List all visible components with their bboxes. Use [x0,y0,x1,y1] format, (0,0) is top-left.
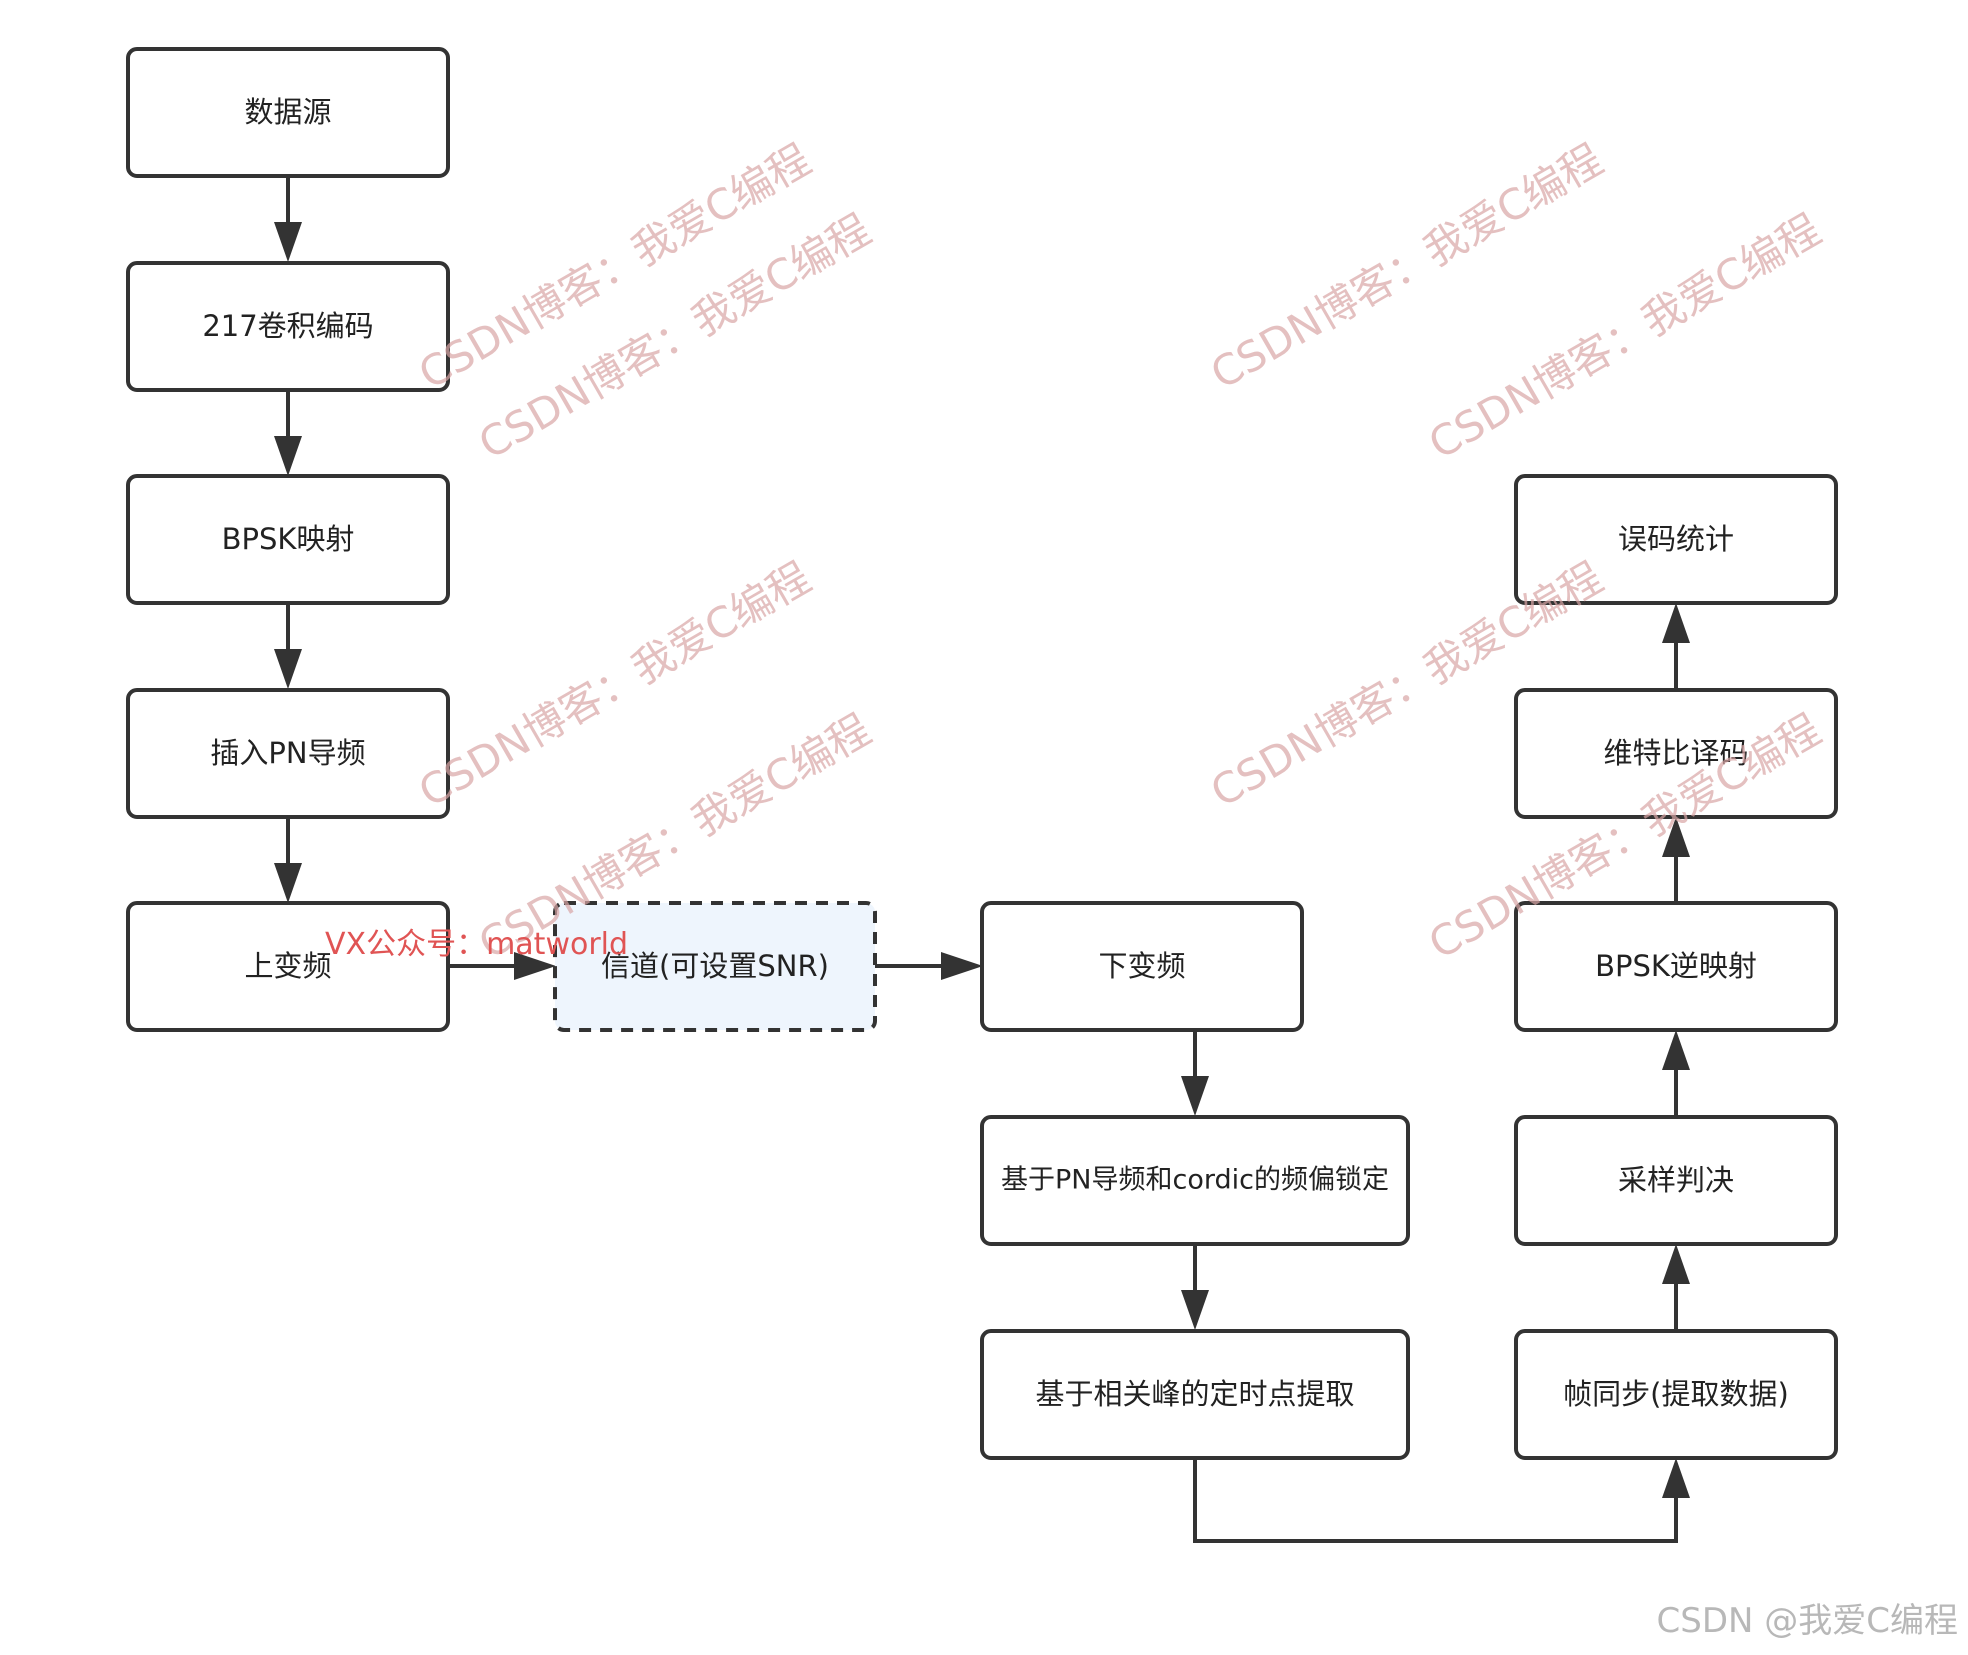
node-label: 采样判决 [1618,1163,1734,1197]
node-data-source: 数据源 [126,47,450,178]
arrowhead [274,649,302,689]
node-label: 217卷积编码 [202,309,373,343]
node-label: 插入PN导频 [210,736,365,770]
edges [274,176,1690,1543]
watermark-vx: VX公众号：matworld [325,927,628,962]
arrowhead [1662,603,1690,643]
arrowhead [274,863,302,903]
arrowhead [1181,1290,1209,1330]
node-label: BPSK逆映射 [1595,949,1757,983]
node-upconvert: 上变频 [126,901,450,1032]
node-insert-pn: 插入PN导频 [126,688,450,819]
node-channel: 信道(可设置SNR) [553,901,877,1032]
node-viterbi: 维特比译码 [1514,688,1838,819]
node-label: 信道(可设置SNR) [601,949,829,983]
node-label: 帧同步(提取数据) [1563,1377,1789,1411]
node-frame-sync: 帧同步(提取数据) [1514,1329,1838,1460]
node-freq-lock: 基于PN导频和cordic的频偏锁定 [980,1115,1410,1246]
arrowhead [274,222,302,262]
node-label: 上变频 [244,949,331,983]
node-label: 数据源 [244,95,331,129]
node-downconvert: 下变频 [980,901,1304,1032]
arrowhead [1181,1076,1209,1116]
arrowhead [1662,1030,1690,1070]
arrowhead [1662,1244,1690,1284]
footer-credit: CSDN @我爱C编程 [1657,1601,1958,1641]
edge-timing-to-framesync [1193,1458,1678,1543]
node-timing-extract: 基于相关峰的定时点提取 [980,1329,1410,1460]
node-ber-stat: 误码统计 [1514,474,1838,605]
node-bpsk-demap: BPSK逆映射 [1514,901,1838,1032]
node-label: 下变频 [1098,949,1185,983]
node-label: 维特比译码 [1603,736,1748,770]
arrowhead [1662,1458,1690,1498]
node-label: 基于相关峰的定时点提取 [1035,1377,1354,1411]
arrowhead [1662,817,1690,857]
arrowhead [941,952,983,980]
node-sample-decide: 采样判决 [1514,1115,1838,1246]
node-label: 基于PN导频和cordic的频偏锁定 [1001,1165,1389,1196]
node-conv-encode: 217卷积编码 [126,261,450,392]
node-label: 误码统计 [1618,522,1734,556]
node-label: BPSK映射 [222,522,355,556]
arrowhead [514,952,556,980]
arrowhead [274,436,302,476]
node-bpsk-map: BPSK映射 [126,474,450,605]
